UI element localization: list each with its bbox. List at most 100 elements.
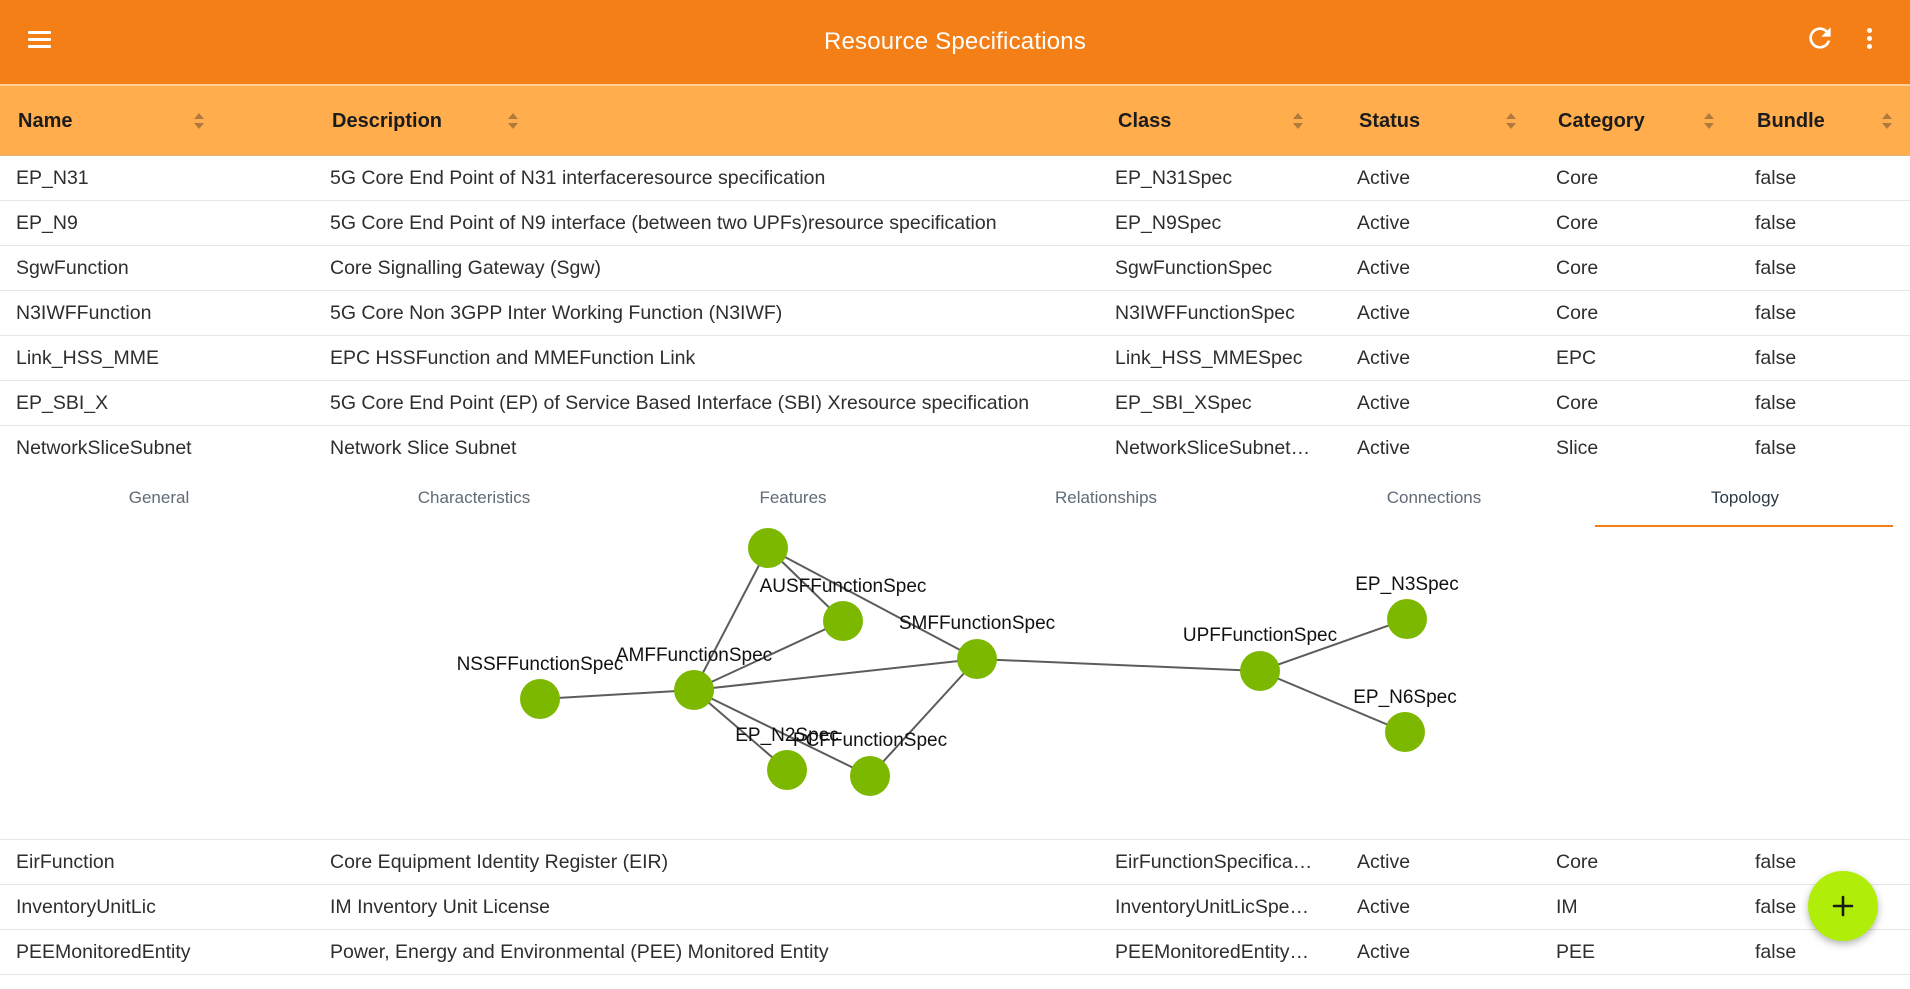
- table-row[interactable]: EP_N31 5G Core End Point of N31 interfac…: [0, 156, 1910, 201]
- topology-node[interactable]: [850, 756, 890, 796]
- table-row[interactable]: EP_SBI_X 5G Core End Point (EP) of Servi…: [0, 381, 1910, 426]
- cell-status: Active: [1357, 257, 1411, 279]
- topology-edge: [976, 658, 1261, 672]
- topology-node[interactable]: [767, 750, 807, 790]
- cell-description: 5G Core End Point (EP) of Service Based …: [330, 392, 1030, 414]
- table-row[interactable]: Link_HSS_MME EPC HSSFunction and MMEFunc…: [0, 336, 1910, 381]
- topology-edge: [869, 658, 978, 777]
- cell-class: EirFunctionSpecificat…: [1115, 851, 1315, 873]
- cell-name: EP_SBI_X: [16, 392, 109, 414]
- cell-category: Slice: [1556, 437, 1599, 459]
- cell-status: Active: [1357, 212, 1411, 234]
- column-header-status[interactable]: Status: [1359, 110, 1421, 132]
- cell-bundle: false: [1755, 212, 1797, 234]
- topology-node-label: NSSFFunctionSpec: [457, 654, 624, 675]
- cell-description: Network Slice Subnet: [330, 437, 517, 459]
- cell-description: 5G Core Non 3GPP Inter Working Function …: [330, 302, 783, 324]
- add-button[interactable]: [1808, 871, 1878, 941]
- table-row-selected[interactable]: NetworkSliceSubnet Network Slice Subnet …: [0, 426, 1910, 471]
- table-row[interactable]: EirFunction Core Equipment Identity Regi…: [0, 840, 1910, 885]
- cell-class: N3IWFFunctionSpec: [1115, 302, 1295, 324]
- cell-status: Active: [1357, 851, 1411, 873]
- active-tab-indicator: [1595, 525, 1893, 527]
- topology-node[interactable]: [1387, 599, 1427, 639]
- tab-general[interactable]: General: [128, 488, 190, 507]
- topology-node[interactable]: [520, 679, 560, 719]
- topology-node[interactable]: [748, 528, 788, 568]
- topology-node-label: EP_N2Spec: [735, 725, 839, 746]
- cell-name: EP_N9: [16, 212, 78, 234]
- add-icon: [1832, 895, 1854, 917]
- topology-node[interactable]: [957, 639, 997, 679]
- topology-edge: [1259, 618, 1408, 672]
- cell-class: EP_N9Spec: [1115, 212, 1222, 234]
- column-header-category[interactable]: Category: [1558, 110, 1645, 132]
- table-row[interactable]: InventoryUnitLic IM Inventory Unit Licen…: [0, 885, 1910, 930]
- column-header-bundle[interactable]: Bundle: [1757, 110, 1825, 132]
- cell-description: 5G Core End Point of N31 interfaceresour…: [330, 167, 826, 189]
- sort-icon[interactable]: [1703, 111, 1715, 131]
- cell-class: EP_N31Spec: [1115, 167, 1233, 189]
- cell-class: Link_HSS_MMESpec: [1115, 347, 1303, 369]
- table-row[interactable]: N3IWFFunction 5G Core Non 3GPP Inter Wor…: [0, 291, 1910, 336]
- sort-icon[interactable]: [1292, 111, 1304, 131]
- cell-class: EP_SBI_XSpec: [1115, 392, 1252, 414]
- cell-status: Active: [1357, 302, 1411, 324]
- cell-category: PEE: [1556, 941, 1596, 963]
- cell-bundle: false: [1755, 347, 1797, 369]
- page-title: Resource Specifications: [823, 28, 1087, 55]
- cell-status: Active: [1357, 437, 1411, 459]
- menu-icon[interactable]: [24, 24, 56, 56]
- topology-node[interactable]: [674, 670, 714, 710]
- tab-relationships[interactable]: Relationships: [1054, 488, 1158, 507]
- cell-class: PEEMonitoredEntityS…: [1115, 941, 1315, 963]
- cell-description: 5G Core End Point of N9 interface (betwe…: [330, 212, 997, 234]
- table-row[interactable]: PEEMonitoredEntity Power, Energy and Env…: [0, 930, 1910, 975]
- tab-features[interactable]: Features: [759, 488, 827, 507]
- cell-category: Core: [1556, 302, 1599, 324]
- cell-name: N3IWFFunction: [16, 302, 152, 324]
- table-row[interactable]: EP_N9 5G Core End Point of N9 interface …: [0, 201, 1910, 246]
- topology-edge: [1259, 670, 1406, 733]
- topology-edge: [539, 689, 695, 700]
- tab-connections[interactable]: Connections: [1386, 488, 1482, 507]
- topology-node-label: EP_N3Spec: [1355, 574, 1459, 595]
- cell-category: Core: [1556, 257, 1599, 279]
- cell-status: Active: [1357, 347, 1411, 369]
- topology-edge: [693, 689, 871, 777]
- cell-bundle: false: [1755, 437, 1797, 459]
- cell-category: Core: [1556, 392, 1599, 414]
- tab-characteristics[interactable]: Characteristics: [417, 488, 531, 507]
- cell-description: IM Inventory Unit License: [330, 896, 551, 918]
- sort-icon[interactable]: [193, 111, 205, 131]
- column-header-name[interactable]: Name: [18, 110, 73, 132]
- sort-icon[interactable]: [1881, 111, 1893, 131]
- cell-category: Core: [1556, 167, 1599, 189]
- column-header-description[interactable]: Description: [332, 110, 443, 132]
- topology-node[interactable]: [1385, 712, 1425, 752]
- cell-category: Core: [1556, 851, 1599, 873]
- table-row[interactable]: SgwFunction Core Signalling Gateway (Sgw…: [0, 246, 1910, 291]
- topology-node[interactable]: [823, 601, 863, 641]
- tab-topology[interactable]: Topology: [1710, 488, 1780, 507]
- sort-icon[interactable]: [1505, 111, 1517, 131]
- cell-name: Link_HSS_MME: [16, 347, 160, 369]
- cell-category: IM: [1556, 896, 1578, 918]
- cell-category: EPC: [1556, 347, 1597, 369]
- cell-bundle: false: [1755, 257, 1797, 279]
- cell-name: EirFunction: [16, 851, 115, 873]
- cell-bundle: false: [1755, 302, 1797, 324]
- refresh-icon[interactable]: [1804, 22, 1836, 54]
- topology-node-label: SMFFunctionSpec: [899, 613, 1055, 634]
- cell-class: NetworkSliceSubnet…: [1115, 437, 1311, 459]
- cell-status: Active: [1357, 392, 1411, 414]
- topology-node[interactable]: [1240, 651, 1280, 691]
- column-header-class[interactable]: Class: [1118, 110, 1172, 132]
- cell-description: Power, Energy and Environmental (PEE) Mo…: [330, 941, 829, 963]
- topology-node-label: UPFFunctionSpec: [1183, 625, 1337, 646]
- cell-class: InventoryUnitLicSpec…: [1115, 896, 1315, 918]
- sort-icon[interactable]: [507, 111, 519, 131]
- more-vert-icon[interactable]: [1856, 22, 1884, 54]
- cell-name: InventoryUnitLic: [16, 896, 156, 918]
